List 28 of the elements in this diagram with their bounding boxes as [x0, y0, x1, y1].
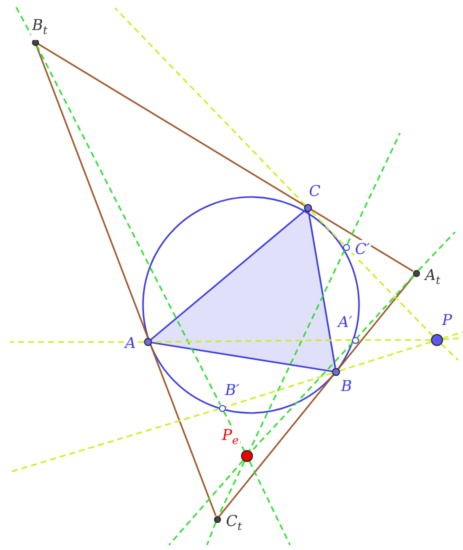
- dashed-line: [248, 461, 291, 546]
- dashed-line: [218, 461, 246, 516]
- dashed-line: [248, 250, 346, 451]
- line-segment: [150, 210, 306, 340]
- line-segment: [152, 342, 332, 372]
- dashed-line: [310, 210, 344, 246]
- dashed-line: [440, 344, 459, 361]
- dashed-line: [36, 44, 222, 406]
- dashed-line: [225, 372, 332, 408]
- dashed-line: [10, 408, 219, 473]
- line-segment: [218, 275, 414, 517]
- dashed-line: [346, 132, 401, 244]
- dashed-line: [340, 341, 432, 372]
- dashed-line: [250, 342, 354, 452]
- point-label: B$_{t}$: [31, 16, 48, 40]
- dashed-line: [358, 339, 431, 341]
- line-segment: [308, 212, 336, 368]
- line-segment: [38, 43, 414, 272]
- dashed-line: [442, 331, 463, 339]
- dashed-line: [418, 231, 456, 272]
- dashed-line: [10, 341, 144, 343]
- dashed-line: [222, 410, 245, 452]
- dashed-line: [206, 522, 216, 546]
- dashed-line: [356, 275, 414, 338]
- dashed-line: [168, 460, 244, 546]
- point-label: C′: [354, 240, 371, 258]
- line-segment: [36, 44, 216, 516]
- dashed-line: [114, 7, 306, 206]
